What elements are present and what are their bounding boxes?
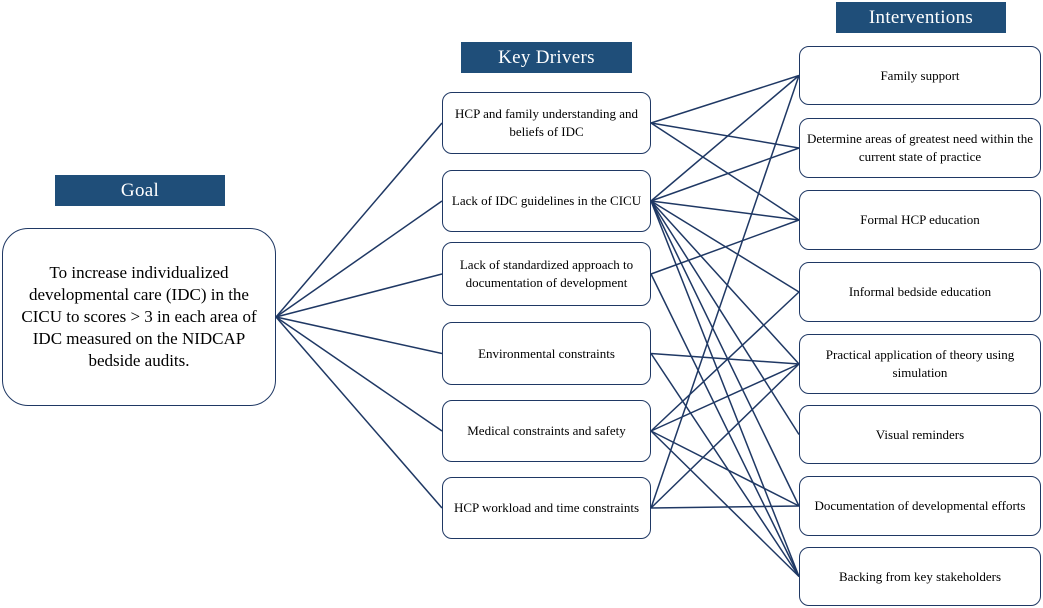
driver-to-intervention-line <box>650 122 800 221</box>
driver-to-intervention-line <box>650 200 800 221</box>
driver-to-intervention-line <box>650 430 800 578</box>
goal-to-driver-line <box>275 316 443 509</box>
intervention-box: Practical application of theory using si… <box>799 334 1041 394</box>
goal-to-driver-line <box>275 122 443 318</box>
key-driver-box: Medical constraints and safety <box>442 400 651 462</box>
driver-to-intervention-line <box>650 75 800 509</box>
driver-to-intervention-line <box>650 147 800 202</box>
goal-to-driver-line <box>275 273 443 318</box>
key-driver-box: Environmental constraints <box>442 322 651 385</box>
driver-to-intervention-line <box>650 273 800 577</box>
driver-to-intervention-line <box>650 363 800 432</box>
driver-to-intervention-line <box>650 219 800 275</box>
goal-to-driver-line <box>275 316 443 432</box>
goal-to-driver-line <box>275 200 443 318</box>
intervention-box: Backing from key stakeholders <box>799 547 1041 606</box>
driver-to-intervention-line <box>650 200 800 577</box>
driver-to-intervention-line <box>650 74 800 124</box>
driver-to-intervention-line <box>650 353 800 577</box>
driver-to-intervention-line <box>650 200 800 435</box>
driver-to-intervention-line <box>650 200 800 365</box>
driver-to-intervention-line <box>650 352 800 365</box>
intervention-box: Determine areas of greatest need within … <box>799 118 1041 178</box>
key-driver-box: HCP and family understanding and beliefs… <box>442 92 651 154</box>
driver-to-intervention-line <box>650 505 800 509</box>
intervention-box: Visual reminders <box>799 405 1041 464</box>
intervention-box: Family support <box>799 46 1041 105</box>
driver-to-intervention-line <box>650 291 800 432</box>
interventions-header: Interventions <box>836 2 1006 33</box>
intervention-box: Informal bedside education <box>799 262 1041 322</box>
driver-to-intervention-line <box>650 122 800 149</box>
driver-to-intervention-line <box>650 200 800 293</box>
key-driver-box: Lack of standardized approach to documen… <box>442 242 651 306</box>
goal-box: To increase individualized developmental… <box>2 228 276 406</box>
driver-to-intervention-line <box>650 430 800 507</box>
intervention-box: Formal HCP education <box>799 190 1041 250</box>
driver-to-intervention-line <box>650 74 800 202</box>
key-driver-box: Lack of IDC guidelines in the CICU <box>442 170 651 232</box>
key-drivers-header: Key Drivers <box>461 42 632 73</box>
goal-to-driver-line <box>275 316 443 355</box>
intervention-box: Documentation of developmental efforts <box>799 476 1041 536</box>
goal-header: Goal <box>55 175 225 206</box>
driver-to-intervention-line <box>650 200 800 507</box>
key-driver-box: HCP workload and time constraints <box>442 477 651 539</box>
driver-to-intervention-line <box>650 363 800 509</box>
